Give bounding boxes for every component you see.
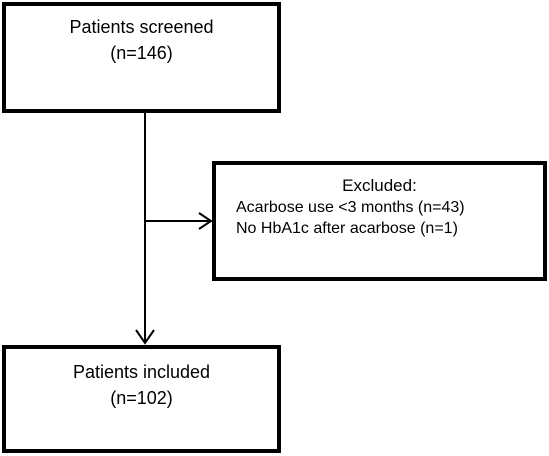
exclusion-arrowhead	[198, 212, 213, 230]
screened-title: Patients screened	[69, 17, 214, 37]
included-count: (n=102)	[110, 388, 173, 408]
exclusion-reason: Acarbose use <3 months (n=43)	[236, 199, 465, 216]
excluded-title: Excluded:	[342, 176, 417, 195]
included-arrowhead	[135, 329, 155, 345]
included-box: Patients included (n=102)	[2, 345, 281, 453]
exclusion-reasons: Acarbose use <3 months (n=43) No HbA1c a…	[216, 197, 543, 239]
exclusion-reason: No HbA1c after acarbose (n=1)	[236, 220, 458, 237]
screened-count: (n=146)	[110, 43, 173, 63]
screened-box: Patients screened (n=146)	[2, 2, 281, 113]
included-title: Patients included	[72, 362, 211, 382]
excluded-box: Excluded: Acarbose use <3 months (n=43) …	[212, 161, 547, 281]
